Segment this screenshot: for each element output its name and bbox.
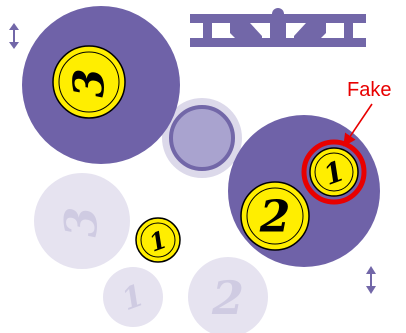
- coin-big-left: 3: [52, 45, 126, 119]
- up-down-arrow-icon: [9, 23, 19, 49]
- ghost-coin-bottom-right-label: 2: [211, 271, 244, 325]
- fake-label: Fake: [347, 79, 391, 101]
- ghost-coin-bottom-right: [188, 257, 268, 333]
- ghost-coin-bottom-left: [103, 267, 163, 327]
- beam: [86, 77, 308, 200]
- ghost-coin-left-label: 3: [57, 207, 108, 238]
- coin-center-small: 1: [135, 217, 181, 263]
- coin-fake: 1: [301, 139, 367, 205]
- coin-right-bottom-label: 2: [259, 192, 291, 243]
- pivot: [169, 105, 235, 171]
- ghost-coins: 3 1 2: [34, 173, 268, 333]
- coin-right-bottom: 2: [240, 181, 310, 251]
- up-down-arrow-icon-right: [366, 266, 376, 294]
- coin-big-left-label: 3: [65, 68, 114, 97]
- balance-scale-icon: [190, 8, 366, 47]
- ghost-coin-left: [34, 173, 130, 269]
- fake-arrow: [343, 103, 373, 147]
